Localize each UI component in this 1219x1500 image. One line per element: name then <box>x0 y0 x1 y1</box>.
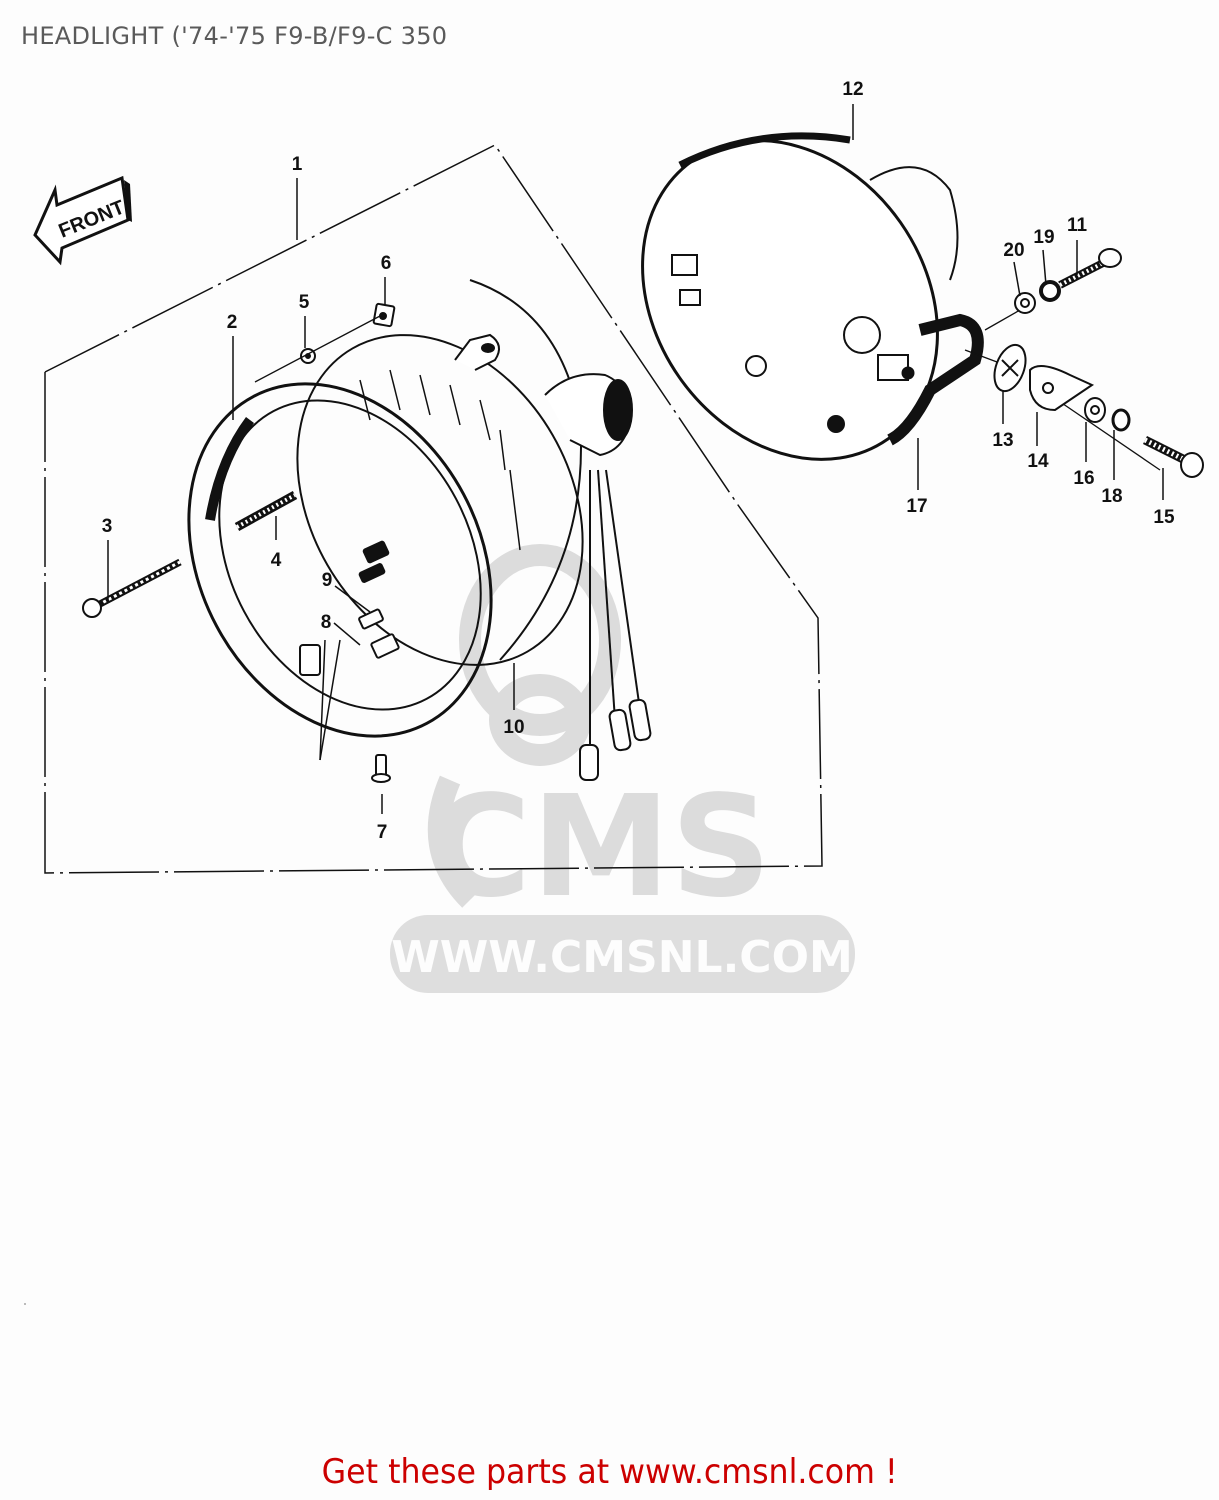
callout-16: 16 <box>1073 468 1094 489</box>
part-14-bracket <box>1029 365 1095 412</box>
page-title: HEADLIGHT ('74-'75 F9-B/F9-C 350 <box>21 22 448 50</box>
part-4-spring <box>234 491 298 531</box>
part-18-lockwasher <box>1111 408 1131 432</box>
front-arrow-icon: FRONT <box>33 175 132 266</box>
part-13-reflector <box>993 343 1027 393</box>
stray-dot <box>24 1303 26 1305</box>
part-20-nut <box>1014 292 1036 314</box>
part-16-washer <box>1084 397 1106 423</box>
callout-19: 19 <box>1033 227 1054 248</box>
footer-link-text[interactable]: Get these parts at www.cmsnl.com ! <box>321 1452 898 1492</box>
part-2-rim <box>187 382 493 738</box>
callout-7: 7 <box>377 822 388 843</box>
callout-1: 1 <box>292 154 303 175</box>
leader-5-6 <box>254 315 381 383</box>
part-19-washer <box>1039 280 1061 302</box>
part-8-9-clips <box>299 540 400 676</box>
callout-10: 10 <box>503 717 524 738</box>
svg-text:CMS: CMS <box>429 766 772 929</box>
part-15-bolt <box>1142 435 1204 478</box>
watermark-url: WWW.CMSNL.COM <box>391 932 853 983</box>
part-3-screw <box>82 558 182 618</box>
callout-17: 17 <box>906 496 927 517</box>
watermark-cms-logo: CMS <box>429 766 772 929</box>
callout-6: 6 <box>381 253 392 274</box>
wiring-connectors <box>579 469 652 781</box>
callout-11: 11 <box>1067 215 1088 236</box>
callout-18: 18 <box>1101 486 1122 507</box>
callout-4: 4 <box>271 550 282 571</box>
callout-5: 5 <box>299 292 310 313</box>
part-10-sealed-beam <box>296 279 633 666</box>
watermark-url-pill <box>390 915 855 993</box>
part-7-screw <box>371 754 391 783</box>
callout-14: 14 <box>1027 451 1049 472</box>
assembly-outline <box>44 144 823 874</box>
callout-3: 3 <box>102 516 113 537</box>
part-11-bolt <box>1058 248 1122 289</box>
footer-promo[interactable]: Get these parts at www.cmsnl.com ! <box>0 1452 1219 1492</box>
callout-labels: 1 2 3 4 5 6 7 8 9 10 11 12 13 14 15 16 1… <box>102 79 1175 843</box>
callout-13: 13 <box>992 430 1013 451</box>
part-6-clip <box>372 302 396 328</box>
callout-12: 12 <box>842 79 863 100</box>
callout-20: 20 <box>1003 240 1024 261</box>
callout-8: 8 <box>321 612 332 633</box>
callout-2: 2 <box>227 312 238 333</box>
callout-9: 9 <box>322 570 333 591</box>
part-12-housing <box>641 132 984 461</box>
callout-15: 15 <box>1153 507 1175 528</box>
callout-leaders <box>107 104 1164 814</box>
